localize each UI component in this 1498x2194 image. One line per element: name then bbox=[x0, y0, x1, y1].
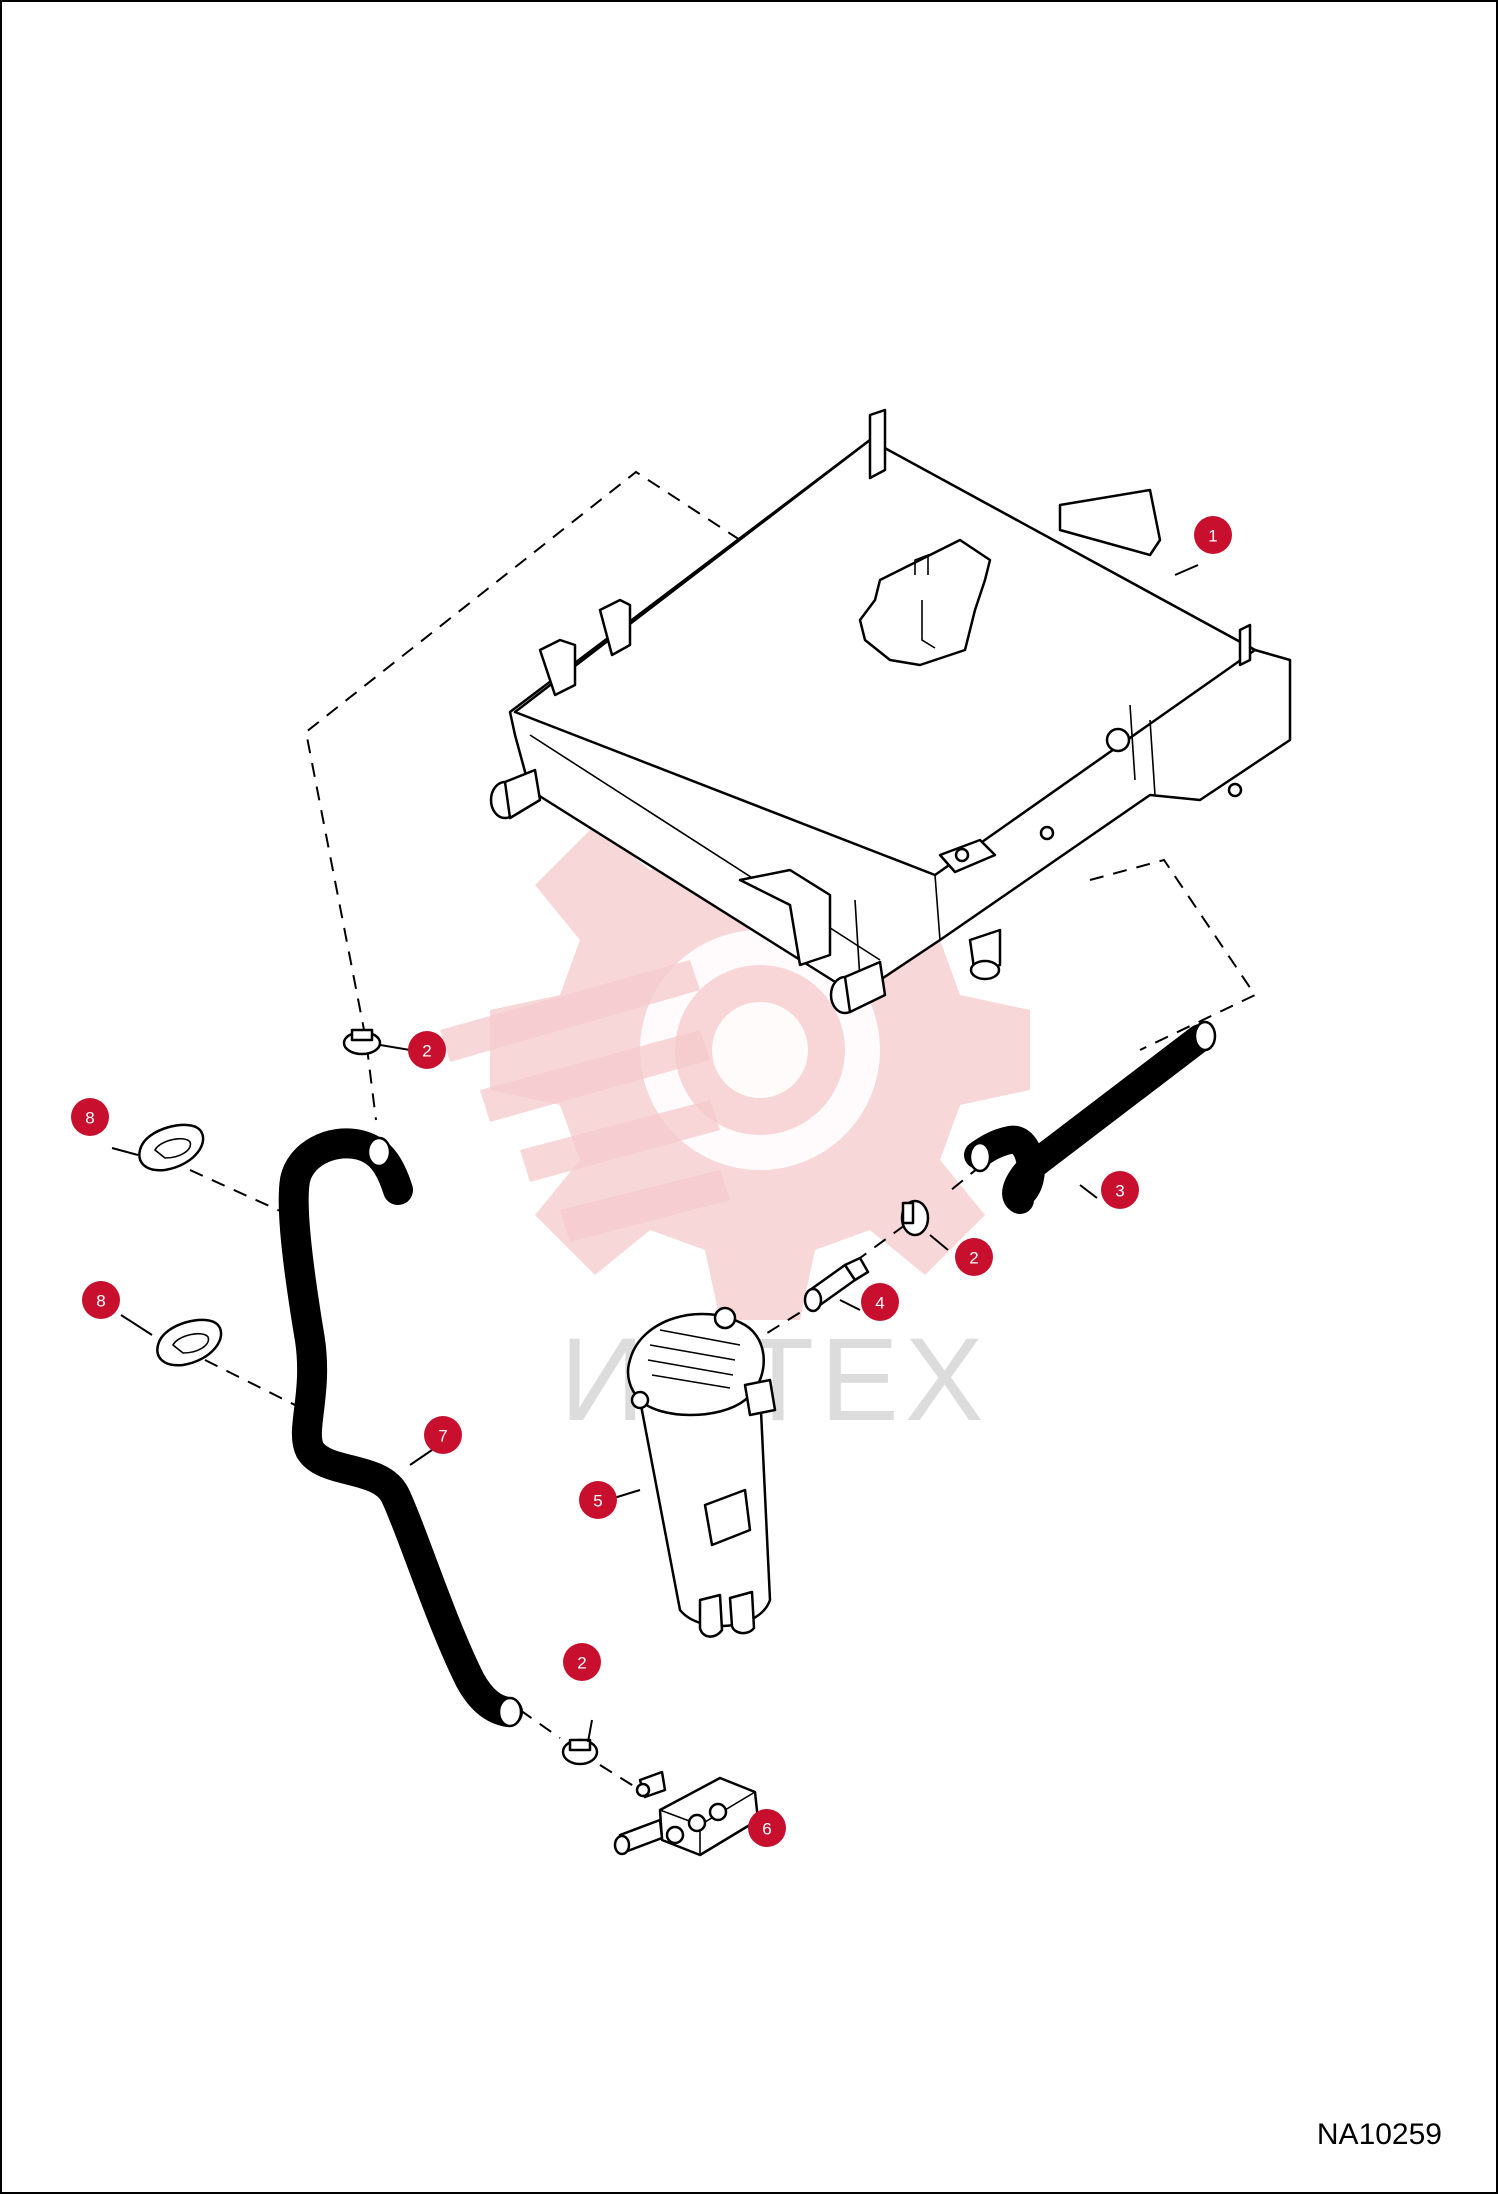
watermark-text: ИNTEX bbox=[560, 1314, 990, 1446]
callout-2b-label: 2 bbox=[969, 1249, 978, 1268]
clamp-lower bbox=[561, 1738, 599, 1766]
figure-code: NA10259 bbox=[1316, 2118, 1442, 2151]
callout-6: 6 bbox=[748, 1809, 786, 1847]
grommet-lower bbox=[156, 1318, 223, 1367]
leader-lines bbox=[111, 564, 1199, 1829]
callout-2c: 2 bbox=[563, 1643, 601, 1681]
callout-3: 3 bbox=[1101, 1171, 1139, 1209]
callout-7-label: 7 bbox=[438, 1427, 447, 1446]
callout-4: 4 bbox=[861, 1283, 899, 1321]
callout-8b: 8 bbox=[82, 1281, 120, 1319]
callout-3-label: 3 bbox=[1115, 1182, 1124, 1201]
clamp-upper bbox=[342, 1028, 382, 1056]
callout-8a: 8 bbox=[71, 1098, 109, 1136]
tank-assembly bbox=[489, 408, 1292, 1015]
callout-1: 1 bbox=[1194, 516, 1232, 554]
callout-4-label: 4 bbox=[875, 1294, 884, 1313]
callout-1-label: 1 bbox=[1208, 527, 1217, 546]
clamp-middle bbox=[900, 1199, 930, 1237]
callout-2c-label: 2 bbox=[577, 1654, 586, 1673]
callout-8b-label: 8 bbox=[96, 1292, 105, 1311]
callout-2b: 2 bbox=[955, 1238, 993, 1276]
hose-fitting bbox=[803, 1256, 870, 1313]
callout-5: 5 bbox=[579, 1481, 617, 1519]
callout-6-label: 6 bbox=[762, 1820, 771, 1839]
grommet-upper bbox=[138, 1123, 205, 1172]
callout-2a: 2 bbox=[408, 1031, 446, 1069]
filter-canister bbox=[626, 1306, 777, 1638]
callout-5-label: 5 bbox=[593, 1492, 602, 1511]
callout-2a-label: 2 bbox=[422, 1042, 431, 1061]
callout-7: 7 bbox=[424, 1416, 462, 1454]
manifold-block bbox=[613, 1770, 760, 1857]
callout-8a-label: 8 bbox=[85, 1109, 94, 1128]
long-hose bbox=[278, 1128, 523, 1728]
upper-hose bbox=[964, 1020, 1217, 1214]
